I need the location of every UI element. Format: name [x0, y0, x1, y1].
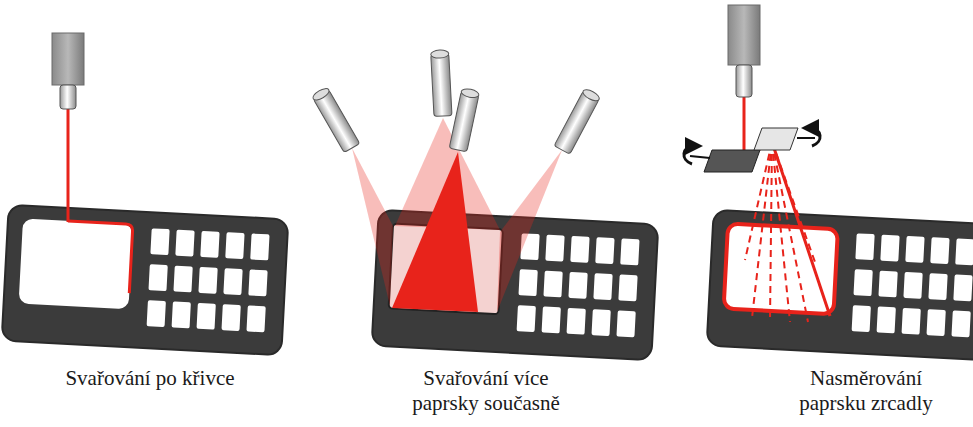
rotation-arrow: [810, 128, 820, 146]
phone-body: [707, 210, 973, 360]
key: [878, 271, 897, 298]
key: [930, 237, 949, 264]
key: [250, 234, 269, 261]
key: [593, 273, 612, 300]
keypad: [852, 233, 973, 337]
key: [852, 305, 871, 332]
scan-line: [752, 142, 772, 318]
key: [903, 272, 922, 299]
laser-nozzle: [60, 85, 76, 109]
panel-mirrors: [684, 5, 973, 360]
key: [545, 235, 564, 262]
laser-tube: [311, 86, 360, 152]
key: [951, 310, 970, 337]
laser-beam: [67, 108, 70, 222]
keypad: [147, 228, 270, 332]
keypad: [517, 233, 640, 337]
key: [905, 236, 924, 263]
key: [877, 306, 896, 333]
key: [223, 268, 242, 295]
key: [248, 269, 267, 296]
laser-nozzle: [736, 65, 752, 97]
beam-cone: [352, 148, 393, 306]
key: [221, 304, 240, 331]
beam-solid: [392, 152, 478, 312]
key: [591, 309, 610, 336]
beam-cone: [497, 150, 562, 312]
key: [246, 305, 265, 332]
key: [616, 310, 635, 337]
key: [198, 267, 217, 294]
panel-multibeam: [311, 50, 658, 361]
key: [595, 237, 614, 264]
laser-head: [52, 33, 84, 85]
caption-label: Nasměrování paprsku zrcadly: [780, 366, 952, 416]
key: [175, 230, 194, 257]
key: [928, 273, 947, 300]
phone-body: [2, 205, 289, 355]
mirror: [754, 128, 798, 150]
key: [517, 305, 536, 332]
key: [148, 264, 167, 291]
laser-beam: [772, 142, 830, 316]
key: [955, 239, 973, 266]
key: [853, 269, 872, 296]
key: [197, 303, 216, 330]
laser-tube: [554, 88, 601, 155]
key: [225, 232, 244, 259]
key: [953, 274, 972, 301]
caption-label: Svařování více paprsky současně: [391, 366, 581, 416]
laser-tube: [449, 87, 479, 151]
mirror: [704, 150, 760, 172]
key: [880, 235, 899, 262]
panel-curve: [2, 33, 289, 355]
mirror-axis: [690, 156, 710, 158]
key: [173, 266, 192, 293]
key: [926, 309, 945, 336]
key: [568, 272, 587, 299]
key: [518, 269, 537, 296]
key: [902, 308, 921, 335]
key: [542, 306, 561, 333]
key: [570, 236, 589, 263]
key: [567, 308, 586, 335]
laser-head: [728, 5, 760, 65]
key: [543, 271, 562, 298]
key: [172, 301, 191, 328]
key: [620, 239, 639, 266]
key: [618, 274, 637, 301]
caption-label: Svařování po křivce: [20, 366, 280, 391]
laser-beam: [743, 97, 746, 158]
mirror-axis: [797, 137, 815, 139]
laser-tube: [431, 50, 452, 117]
rotation-arrow: [684, 146, 694, 164]
key: [150, 228, 169, 255]
scan-line: [770, 142, 772, 320]
key: [147, 300, 166, 327]
key: [855, 233, 874, 260]
key: [200, 231, 219, 258]
